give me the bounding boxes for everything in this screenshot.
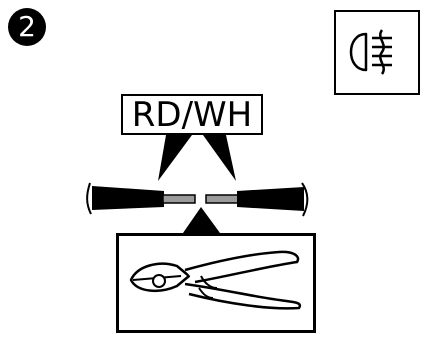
- tool-panel: [116, 233, 316, 333]
- wire-color-label: RD/WH: [121, 94, 263, 135]
- callout-pointer-right: [203, 135, 236, 181]
- side-cutter-pliers-icon: [119, 236, 313, 330]
- wire-left: [87, 183, 195, 214]
- callout-pointer-left: [158, 135, 192, 181]
- front-fog-light-icon-box: [334, 10, 420, 95]
- step-badge: 2: [8, 8, 46, 46]
- front-fog-light-icon: [336, 12, 418, 93]
- wire-right: [206, 183, 307, 216]
- cut-arrow: [183, 207, 220, 233]
